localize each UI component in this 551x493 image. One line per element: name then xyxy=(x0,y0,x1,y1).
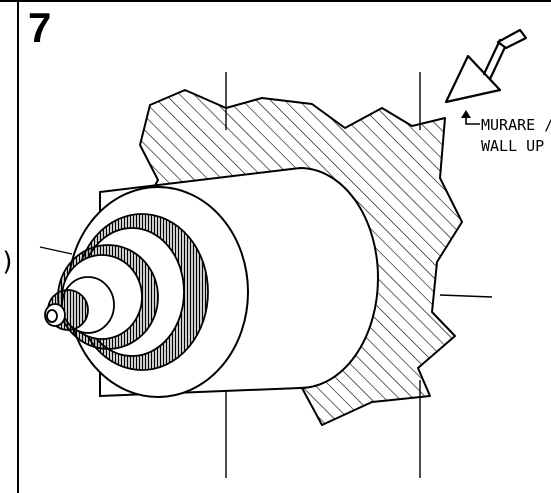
step-number: 7 xyxy=(28,4,52,51)
cartridge-stem xyxy=(44,244,159,350)
wall-up-callout: MURARE / WALL UP xyxy=(481,115,551,157)
left-edge-glyph: ) xyxy=(0,247,16,277)
callout-line-2: WALL UP xyxy=(481,137,545,155)
callout-line-1: MURARE / xyxy=(481,116,551,134)
trowel-icon xyxy=(444,28,528,104)
callout-arrowhead xyxy=(461,110,471,118)
